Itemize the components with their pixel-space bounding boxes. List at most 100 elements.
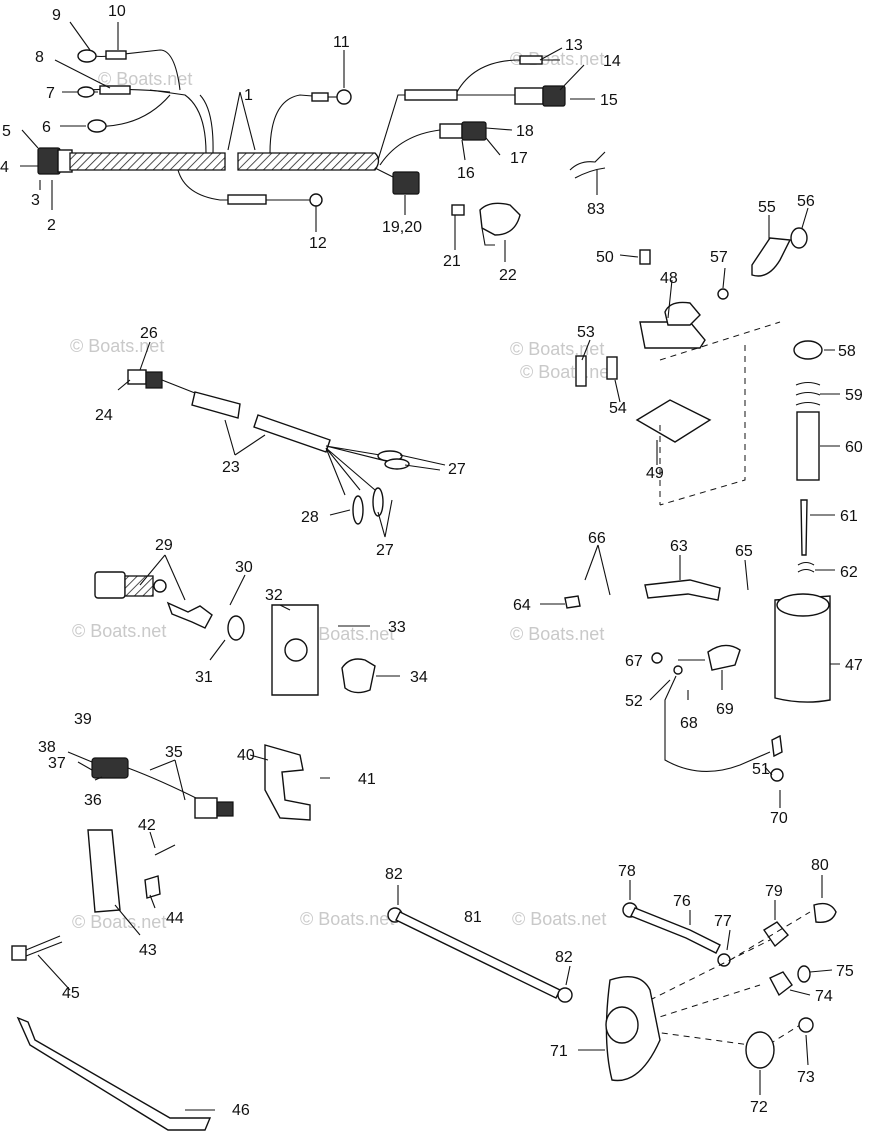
callout-label: 72 (750, 1099, 768, 1116)
callout-label: 52 (625, 693, 643, 710)
callout-label: 34 (410, 669, 428, 686)
callout-label: 28 (301, 509, 319, 526)
callout-label: 62 (840, 564, 858, 581)
callout-label: 75 (836, 963, 854, 980)
wiring-harness (37, 49, 566, 246)
key-switch (94, 571, 376, 696)
callout-label: 42 (138, 817, 156, 834)
callout-label: 58 (838, 343, 856, 360)
callout-label: 44 (166, 910, 184, 927)
callout-label: 41 (358, 771, 376, 788)
callout-label: 82 (555, 949, 573, 966)
callout-label: 70 (770, 810, 788, 827)
callout-label: 50 (596, 249, 614, 266)
callout-label: 47 (845, 657, 863, 674)
callout-label: 60 (845, 439, 863, 456)
callout-label: 67 (625, 653, 643, 670)
watermark: © Boats.net (300, 909, 394, 929)
callout-label: 71 (550, 1043, 568, 1060)
callout-label: 7 (46, 85, 55, 102)
callout-label: 49 (646, 465, 664, 482)
callout-label: 40 (237, 747, 255, 764)
watermark: © Boats.net (300, 624, 394, 644)
watermark: © Boats.net (72, 621, 166, 641)
callout-label: 56 (797, 193, 815, 210)
callout-label: 68 (680, 715, 698, 732)
callout-label: 19,20 (382, 219, 422, 236)
callout-label: 77 (714, 913, 732, 930)
callout-label: 61 (840, 508, 858, 525)
callout-label: 11 (333, 34, 350, 51)
callout-label: 73 (797, 1069, 815, 1086)
throttle-linkage (387, 902, 837, 1082)
callout-label: 23 (222, 459, 240, 476)
callout-label: 16 (457, 165, 475, 182)
callout-label: 3 (31, 192, 40, 209)
callout-label: 1 (244, 87, 253, 104)
callout-label: 13 (565, 37, 583, 54)
watermark: © Boats.net (512, 909, 606, 929)
callout-label: 31 (195, 669, 213, 686)
callout-label: 63 (670, 538, 688, 555)
callout-label: 26 (140, 325, 158, 342)
callout-label: 83 (587, 201, 605, 218)
callout-label: 46 (232, 1102, 250, 1119)
callout-label: 15 (600, 92, 618, 109)
watermark: © Boats.net (70, 336, 164, 356)
callout-label: 64 (513, 597, 531, 614)
callout-label: 79 (765, 883, 783, 900)
callout-label: 17 (510, 150, 528, 167)
callout-label: 66 (588, 530, 606, 547)
callout-label: 57 (710, 249, 728, 266)
callout-label: 37 (48, 755, 66, 772)
callout-label: 43 (139, 942, 157, 959)
watermark: © Boats.net (98, 69, 192, 89)
callout-label: 33 (388, 619, 406, 636)
watermark: © Boats.net (510, 339, 604, 359)
callout-labels: 1 2 3 4 5 6 7 8 9 10 11 12 13 14 15 16 1… (0, 3, 863, 1119)
callout-label: 38 (38, 739, 56, 756)
clip-part (569, 151, 606, 179)
callout-label: 2 (47, 217, 56, 234)
callout-label: 14 (603, 53, 621, 70)
extension-harness (127, 369, 410, 525)
callout-label: 80 (811, 857, 829, 874)
callout-label: 59 (845, 387, 863, 404)
callout-label: 82 (385, 866, 403, 883)
callout-label: 51 (752, 761, 770, 778)
watermark: © Boats.net (520, 362, 614, 382)
callout-label: 6 (42, 119, 51, 136)
callout-label: 10 (108, 3, 126, 20)
leader-lines (20, 21, 840, 1111)
callout-label: 24 (95, 407, 113, 424)
stop-switch (87, 744, 311, 913)
callout-label: 54 (609, 400, 627, 417)
callout-label: 29 (155, 537, 173, 554)
callout-label: 74 (815, 988, 833, 1005)
callout-label: 32 (265, 587, 283, 604)
callout-label: 30 (235, 559, 253, 576)
callout-label: 21 (443, 253, 461, 270)
callout-label: 4 (0, 159, 9, 176)
callout-label: 9 (52, 7, 61, 24)
callout-label: 35 (165, 744, 183, 761)
callout-label: 78 (618, 863, 636, 880)
callout-label: 36 (84, 792, 102, 809)
callout-label: 65 (735, 543, 753, 560)
callout-label: 53 (577, 324, 595, 341)
bolt-and-rod (11, 935, 212, 1131)
callout-label: 22 (499, 267, 517, 284)
watermark: © Boats.net (510, 624, 604, 644)
callout-label: 12 (309, 235, 327, 252)
callout-label: 45 (62, 985, 80, 1002)
watermark: © Boats.net (72, 912, 166, 932)
callout-label: 18 (516, 123, 534, 140)
callout-label: 48 (660, 270, 678, 287)
callout-label: 55 (758, 199, 776, 216)
callout-label: 27 (448, 461, 466, 478)
coil-assembly (564, 227, 831, 782)
callout-label: 81 (464, 909, 482, 926)
callout-label: 39 (74, 711, 92, 728)
